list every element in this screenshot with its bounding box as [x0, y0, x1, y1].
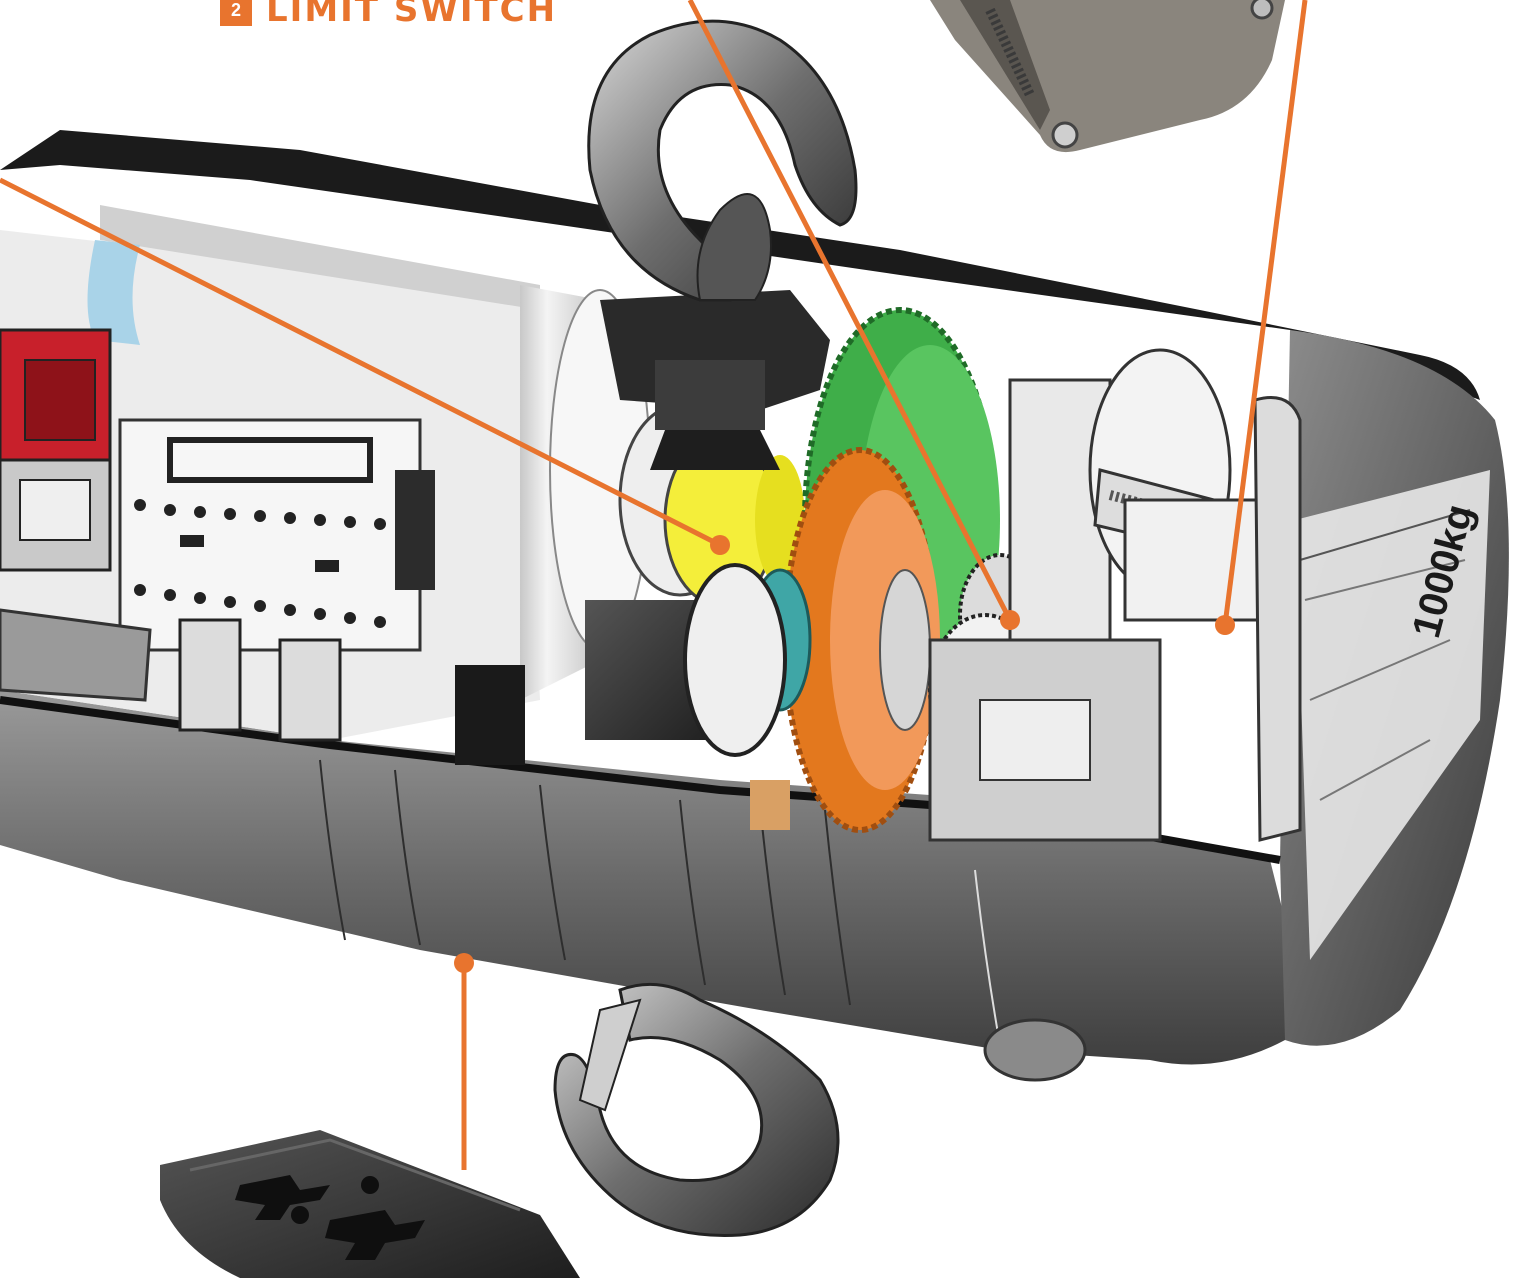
top-hook-mount	[600, 290, 830, 470]
callout-number-badge: 2	[220, 0, 252, 26]
hoist-housing	[0, 130, 1509, 1065]
callout-leaders	[0, 0, 1308, 1170]
red-connectors	[0, 328, 112, 572]
top-hook	[587, 19, 858, 302]
leader-line-end-cap	[1222, 0, 1308, 626]
limit-switch-assembly	[928, 348, 1302, 842]
limit-switch-bracket-part	[930, 0, 1285, 153]
callout-dots	[454, 535, 1235, 973]
cable-gland	[983, 1018, 1087, 1082]
bottom-hook	[553, 982, 840, 1237]
leader-line-limit-switch	[687, 0, 1013, 622]
rubber-bumper	[160, 1130, 580, 1278]
contactor-block	[118, 418, 435, 742]
pinion-gear	[683, 563, 812, 757]
callout-heading: 2 LIMIT SWITCH	[220, 0, 558, 30]
orange-gear	[750, 447, 940, 833]
leader-line-brake	[0, 177, 722, 548]
terminal-block	[0, 608, 152, 702]
callout-title: LIMIT SWITCH	[266, 0, 558, 30]
